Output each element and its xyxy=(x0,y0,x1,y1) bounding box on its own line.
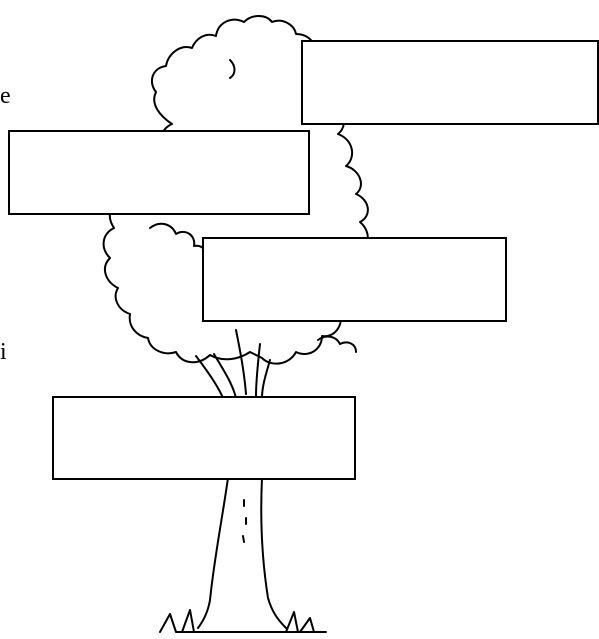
label-box-top-right[interactable] xyxy=(301,40,599,125)
grass xyxy=(159,609,327,633)
left-text-fragment-bottom: i xyxy=(0,339,7,365)
label-box-text xyxy=(303,42,597,58)
label-box-text xyxy=(10,132,308,148)
label-box-upper-left[interactable] xyxy=(8,130,310,215)
tree-trunk xyxy=(197,477,229,629)
left-text-fragment-top: e xyxy=(0,83,11,109)
label-box-lower-left[interactable] xyxy=(52,396,356,480)
label-box-text xyxy=(204,239,505,255)
label-box-middle-right[interactable] xyxy=(202,237,507,322)
label-box-text xyxy=(54,398,354,414)
